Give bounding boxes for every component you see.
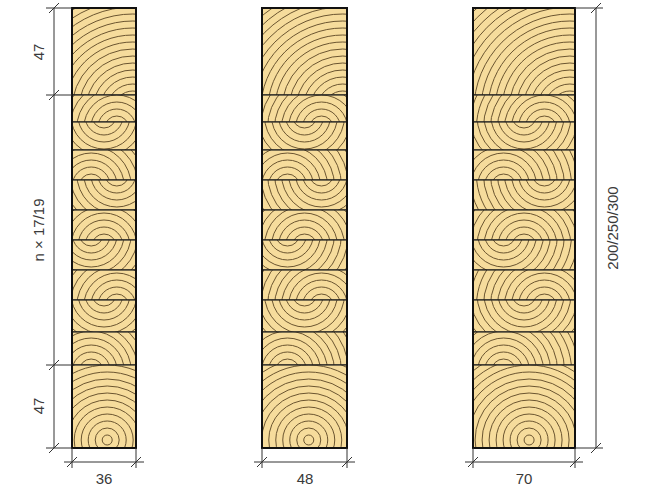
wood-grain <box>473 270 575 300</box>
lamination-outline <box>72 300 136 332</box>
wood-grain <box>72 150 136 180</box>
wood-grain <box>262 150 347 180</box>
lamination <box>262 122 347 150</box>
lamination-outline <box>72 180 136 210</box>
lamination-outline <box>72 365 136 448</box>
wood-grain <box>72 210 136 240</box>
lamination <box>262 270 347 300</box>
wood-grain <box>473 122 575 150</box>
wood-grain <box>72 8 136 95</box>
lamination-outline <box>72 150 136 180</box>
wood-grain <box>262 122 347 150</box>
beam-outline <box>473 8 575 448</box>
lamination <box>262 210 347 240</box>
height-dimension: 200/250/300 <box>605 186 620 269</box>
wood-grain <box>262 180 347 210</box>
width-dimension: 70 <box>516 471 533 486</box>
height-dimension: 47 <box>31 398 46 415</box>
width-dimension: 48 <box>297 471 314 486</box>
lamination-outline <box>473 332 575 365</box>
lamination-outline <box>473 122 575 150</box>
wood-grain <box>262 210 347 240</box>
lamination <box>262 240 347 270</box>
wood-grain <box>72 180 136 210</box>
wood-grain <box>473 8 575 95</box>
wood-grain <box>262 240 347 270</box>
wood-grain <box>473 332 575 365</box>
width-dimension: 36 <box>96 471 113 486</box>
lamination-outline <box>473 8 575 95</box>
wood-grain <box>72 365 136 448</box>
wood-grain <box>262 300 347 332</box>
beam-outline <box>72 8 136 448</box>
lamination-outline <box>473 95 575 122</box>
lamination-outline <box>473 210 575 240</box>
wood-grain <box>473 210 575 240</box>
lamination-outline <box>262 150 347 180</box>
lamination-outline <box>262 210 347 240</box>
lamination-outline <box>262 122 347 150</box>
lamination-outline <box>72 122 136 150</box>
wood-grain <box>262 95 347 122</box>
dimension-lines <box>46 3 603 468</box>
lamination <box>72 210 136 240</box>
wood-grain <box>72 122 136 150</box>
lamination-outline <box>72 210 136 240</box>
lamination <box>262 180 347 210</box>
lamination-outline <box>473 270 575 300</box>
lamination-outline <box>262 270 347 300</box>
lamination-outline <box>262 8 347 95</box>
lamination-outline <box>473 300 575 332</box>
height-dimension: n × 17/19 <box>31 199 46 262</box>
lamination-outline <box>72 95 136 122</box>
wood-grain <box>473 95 575 122</box>
wood-grain <box>72 332 136 365</box>
wood-grain <box>473 300 575 332</box>
wood-grain <box>262 8 347 95</box>
lamination-outline <box>72 8 136 95</box>
lamination <box>72 122 136 150</box>
lamination-outline <box>473 150 575 180</box>
wood-grain <box>473 180 575 210</box>
wood-grain <box>72 270 136 300</box>
wood-grain <box>473 240 575 270</box>
lamination-outline <box>72 240 136 270</box>
height-dimension: 47 <box>31 44 46 61</box>
lamination-outline <box>72 332 136 365</box>
lamination-outline <box>473 180 575 210</box>
lamination-outline <box>262 365 347 448</box>
wood-grain <box>72 240 136 270</box>
wood-grain <box>473 150 575 180</box>
wood-grain <box>262 365 347 448</box>
lamination <box>473 210 575 240</box>
lamination-outline <box>262 240 347 270</box>
lamination-outline <box>262 180 347 210</box>
lamination-outline <box>72 270 136 300</box>
wood-grain <box>262 332 347 365</box>
lamination-outline <box>473 240 575 270</box>
wood-grain <box>72 95 136 122</box>
wood-grain <box>262 270 347 300</box>
lamination-outline <box>262 95 347 122</box>
wood-grain <box>72 300 136 332</box>
lamination <box>262 150 347 180</box>
lamination-outline <box>262 332 347 365</box>
lamination-outline <box>473 365 575 448</box>
wood-grain <box>473 365 575 448</box>
lamination-outline <box>262 300 347 332</box>
beam-outline <box>262 8 347 448</box>
